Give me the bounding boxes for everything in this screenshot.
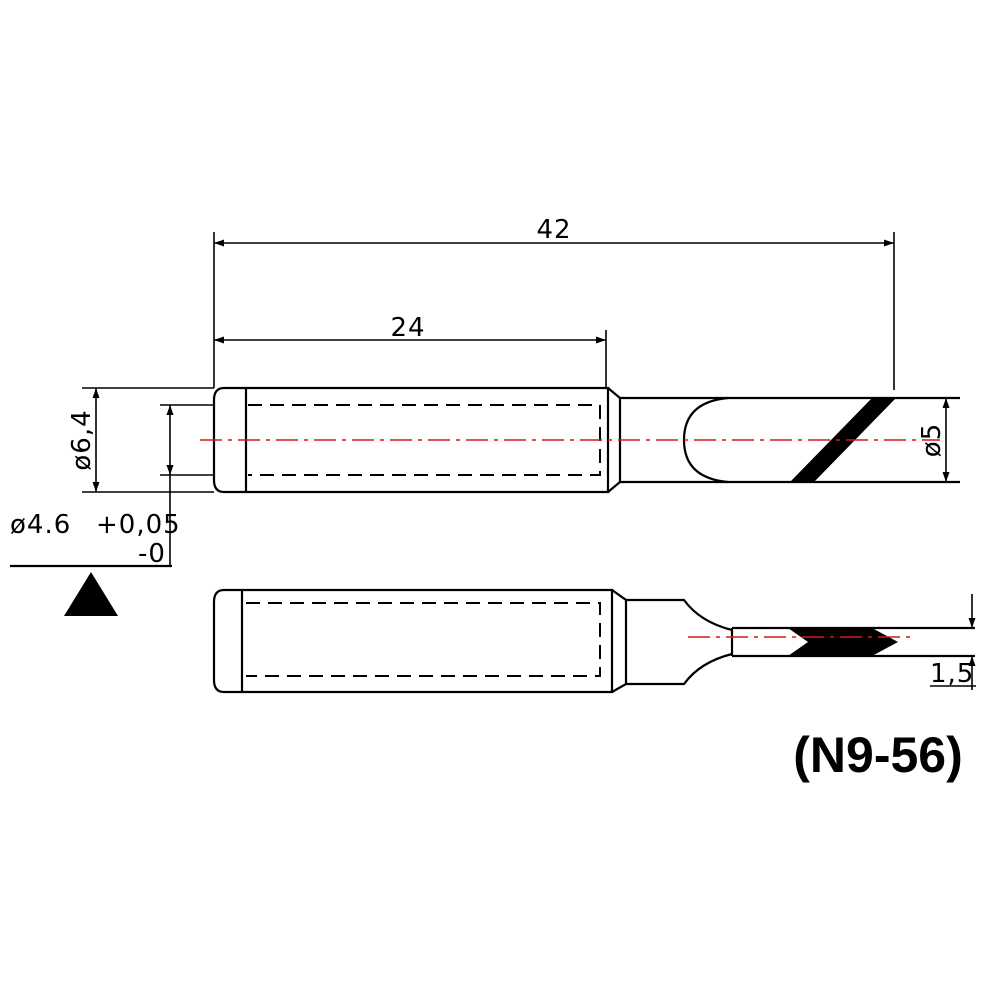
top-view: 1,5 [212, 588, 976, 694]
dim-label-d64: ø6,4 [67, 409, 97, 470]
dim-label-15: 1,5 [930, 659, 974, 689]
dim-label-42: 42 [536, 215, 571, 245]
shank-outline [212, 386, 610, 494]
surface-finish-triangle [64, 572, 118, 616]
dim-label-24: 24 [390, 313, 425, 343]
dim-label-d46: ø4.6 [10, 510, 71, 540]
hidden-bore-2 [246, 602, 601, 677]
side-view: 42 24 ø6,4 ø4.6 +0,05 -0 ø5 [10, 215, 960, 616]
neck-step-2 [611, 589, 628, 693]
taper-profile [626, 598, 733, 686]
shank-outline-2 [212, 588, 614, 694]
blade-bevel [788, 628, 898, 656]
bevel-stripe [790, 398, 896, 482]
dim-label-d5: ø5 [917, 423, 947, 457]
tolerance-lower: -0 [138, 539, 166, 569]
tolerance-upper: +0,05 [96, 510, 181, 540]
model-label: (N9-56) [793, 727, 962, 783]
